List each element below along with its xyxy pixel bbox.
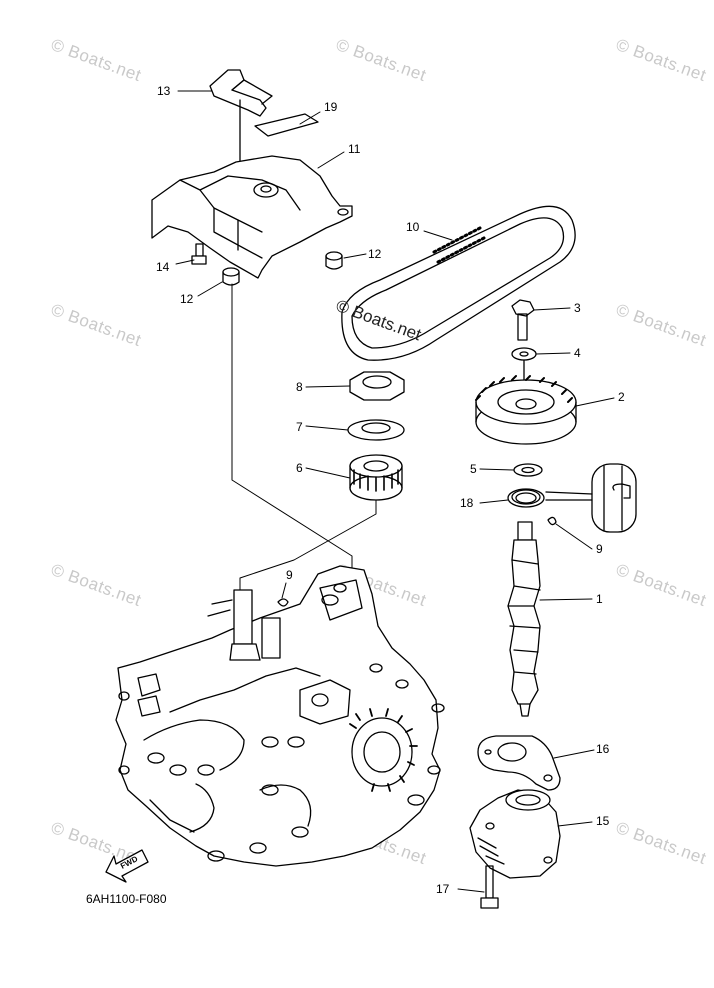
- part-18-oil-seal: [507, 488, 545, 508]
- assembly-lines: [231, 283, 377, 591]
- powerhead-block: [115, 565, 445, 867]
- callout-14: 14: [156, 260, 170, 274]
- leader-lines: [175, 90, 615, 893]
- callout-3: 3: [574, 301, 581, 315]
- callout-16: 16: [596, 742, 610, 756]
- part-19-label: [254, 113, 319, 137]
- part-15-pump-housing: [469, 789, 561, 879]
- callout-6: 6: [296, 461, 303, 475]
- part-11-cover: [151, 155, 353, 279]
- part-5-washer: [513, 463, 543, 477]
- callout-18: 18: [460, 496, 474, 510]
- callout-7: 7: [296, 420, 303, 434]
- callout-9: 9: [286, 568, 293, 582]
- part-code: 6AH1100-F080: [86, 892, 167, 906]
- part-2-pulley: [475, 375, 577, 445]
- callout-2: 2: [618, 390, 625, 404]
- callout-15: 15: [596, 814, 610, 828]
- part-10-belt: [341, 205, 576, 361]
- part-4-washer: [511, 347, 537, 361]
- part-3-bolt: [511, 299, 535, 341]
- seal-detail-inset: [545, 463, 637, 533]
- callout-4: 4: [574, 346, 581, 360]
- part-14-bolt: [191, 243, 207, 265]
- callout-12: 12: [180, 292, 194, 306]
- callout-17: 17: [436, 882, 450, 896]
- part-12-grommet: [222, 251, 343, 286]
- fwd-arrow-icon: [105, 849, 149, 883]
- callout-19: 19: [324, 100, 338, 114]
- part-6-sprocket: [349, 454, 403, 501]
- callout-10: 10: [406, 220, 420, 234]
- callout-1: 1: [596, 592, 603, 606]
- callout-13: 13: [157, 84, 171, 98]
- part-7-washer: [347, 419, 405, 441]
- callout-12: 12: [368, 247, 382, 261]
- part-16-gasket: [477, 735, 561, 791]
- part-1-camshaft: [507, 521, 541, 717]
- part-9-key: [547, 516, 557, 526]
- callout-11: 11: [348, 142, 361, 156]
- part-17-bolt: [480, 865, 499, 909]
- callout-8: 8: [296, 380, 303, 394]
- callout-9: 9: [596, 542, 603, 556]
- part-9-key: [277, 598, 289, 607]
- callout-5: 5: [470, 462, 477, 476]
- part-8-nut: [349, 371, 405, 401]
